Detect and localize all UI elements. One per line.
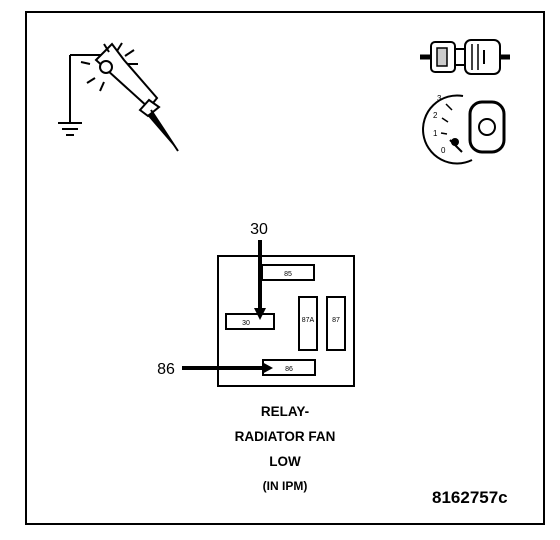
pin-86-label: 86 <box>285 366 293 373</box>
pin-87 <box>326 296 346 351</box>
caption-line-1: RELAY- <box>260 404 310 419</box>
ignition-position-3: 3 <box>437 94 442 103</box>
terminal-86-label: 86 <box>157 361 175 378</box>
figure-id: 8162757c <box>432 488 508 507</box>
pin-85-label: 85 <box>284 271 292 278</box>
pin-30-label: 30 <box>242 320 250 327</box>
terminal-30-label: 30 <box>250 221 268 238</box>
diagram-frame <box>25 11 545 525</box>
ignition-position-1: 1 <box>433 129 438 138</box>
terminal-86-arrowhead <box>262 362 273 374</box>
caption-line-3: LOW <box>269 454 301 469</box>
test-light-icon <box>58 42 179 152</box>
pin-87a-label: 87A <box>302 317 315 324</box>
ignition-switch-icon: 3 2 1 0 <box>422 94 506 165</box>
caption-line-4: (IN IPM) <box>262 479 308 493</box>
pin-87-label: 87 <box>332 317 340 324</box>
pin-87a <box>298 296 318 351</box>
caption-line-2: RADIATOR FAN <box>234 429 336 444</box>
connector-icon <box>420 39 510 75</box>
ignition-position-0: 0 <box>441 146 446 155</box>
pin-30 <box>225 313 275 330</box>
terminal-30-arrowhead <box>254 308 266 320</box>
ignition-position-2: 2 <box>433 111 438 120</box>
